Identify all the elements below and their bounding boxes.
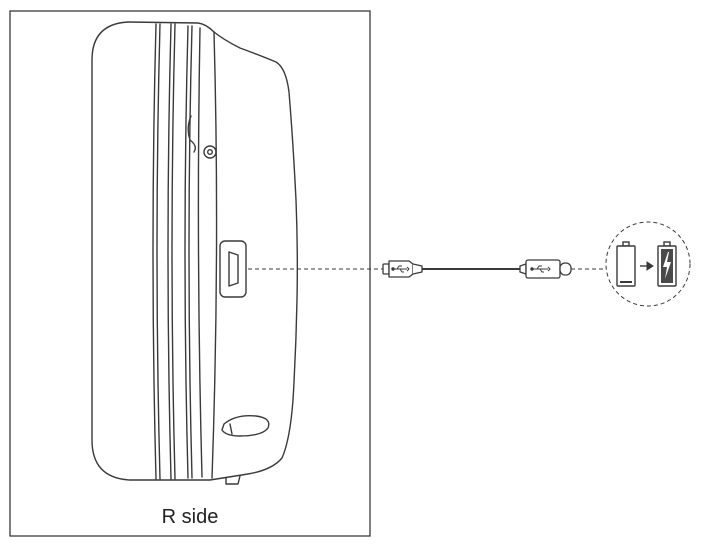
battery-empty-icon xyxy=(617,242,635,286)
arrow-right-icon xyxy=(640,262,653,270)
usb-c-plug xyxy=(520,260,571,278)
side-label: R side xyxy=(10,505,370,529)
headphone-earcup xyxy=(92,22,297,484)
battery-charging-icon xyxy=(658,242,676,286)
micro-usb-plug xyxy=(383,261,422,277)
micro-usb-port xyxy=(220,241,246,297)
